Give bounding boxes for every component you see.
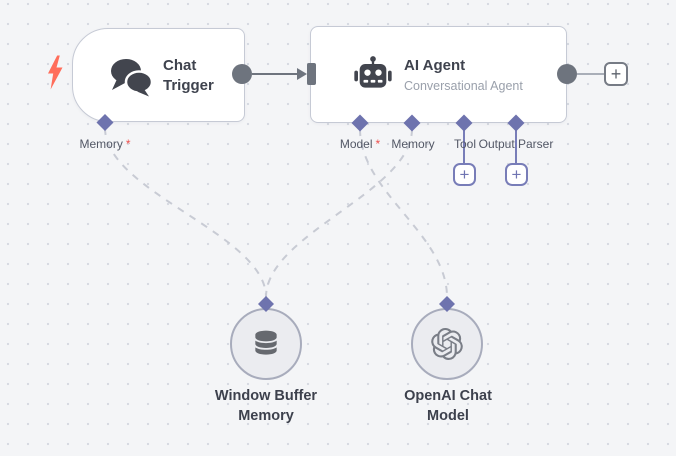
- agent-tool-connector-diamond[interactable]: [455, 114, 473, 132]
- connection-arrowhead: [297, 68, 307, 80]
- agent-model-label-text: Model: [339, 137, 373, 151]
- openai-chat-model-label: OpenAI Chat Model: [404, 388, 492, 424]
- agent-memory-connector-diamond[interactable]: [403, 114, 421, 132]
- chat-memory-required-mark: *: [125, 137, 131, 151]
- add-output-parser-button[interactable]: +: [505, 163, 528, 186]
- chat-trigger-title: Chat Trigger: [163, 57, 214, 94]
- chat-memory-connector-diamond[interactable]: [96, 114, 114, 131]
- ai-agent-subtitle: Conversational Agent: [404, 79, 523, 93]
- agent-output-parser-connector-label: Output Parser: [479, 137, 554, 151]
- chat-memory-label-text: Memory: [79, 137, 123, 151]
- openai-logo-icon: [431, 328, 463, 360]
- database-icon: [255, 330, 277, 355]
- window-buffer-memory-label: Window Buffer Memory: [214, 388, 318, 424]
- add-next-node-button[interactable]: +: [604, 62, 628, 86]
- agent-tool-connector-label: Tool: [454, 137, 476, 151]
- agent-tool-label-text: Tool: [453, 137, 477, 151]
- node-openai-chat-model[interactable]: [411, 308, 483, 380]
- node-ai-agent[interactable]: AI Agent Conversational Agent: [310, 26, 567, 123]
- agent-output-parser-label-text: Output Parser: [478, 137, 554, 151]
- agent-model-connector-diamond[interactable]: [351, 114, 369, 132]
- ai-agent-output-port[interactable]: [557, 64, 577, 84]
- ai-agent-title: AI Agent: [404, 57, 466, 74]
- ai-agent-input-port[interactable]: [307, 63, 316, 85]
- agent-memory-label-text: Memory: [391, 137, 435, 151]
- connection-agent-model-to-openai[interactable]: [359, 128, 448, 298]
- connection-agent-memory-to-buffer[interactable]: [265, 128, 413, 298]
- openai-model-input-diamond[interactable]: [439, 296, 455, 312]
- chat-trigger-output-port[interactable]: [232, 64, 252, 84]
- chat-bubbles-icon: [111, 59, 153, 97]
- chat-memory-connector-label: Memory*: [79, 137, 130, 151]
- buffer-memory-input-diamond[interactable]: [258, 296, 274, 312]
- agent-output-parser-connector-diamond[interactable]: [507, 114, 525, 132]
- lightning-bolt-icon: [48, 55, 63, 90]
- agent-model-connector-label: Model*: [340, 137, 380, 151]
- robot-icon: [354, 56, 392, 88]
- agent-model-required-mark: *: [375, 137, 381, 151]
- connection-chat-memory-to-buffer[interactable]: [104, 127, 267, 298]
- node-chat-trigger[interactable]: Chat Trigger: [72, 28, 245, 122]
- agent-memory-connector-label: Memory: [391, 137, 434, 151]
- add-tool-button[interactable]: +: [453, 163, 476, 186]
